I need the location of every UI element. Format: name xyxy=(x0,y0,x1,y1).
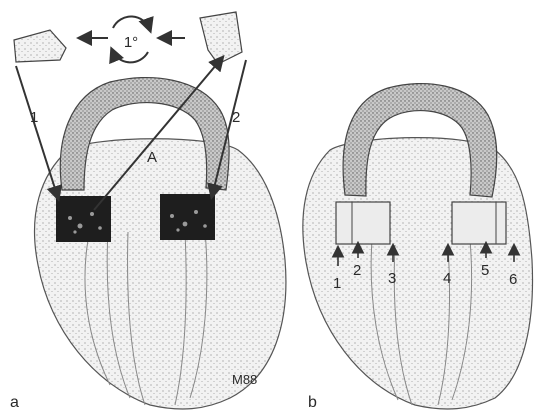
position-label-5: 5 xyxy=(481,262,489,279)
position-label-4: 4 xyxy=(443,270,451,287)
embryo-body-b xyxy=(303,138,533,409)
excision-left-a xyxy=(56,196,111,242)
panel-a: 1° 1 2 A a M88 xyxy=(10,12,286,411)
arrow-label-2: 2 xyxy=(232,109,240,126)
position-label-1: 1 xyxy=(333,275,341,292)
artist-signature: M88 xyxy=(232,372,257,387)
graft-piece-left xyxy=(14,30,66,62)
arrow-label-1: 1 xyxy=(30,109,38,126)
position-label-6: 6 xyxy=(509,271,517,288)
arrow-1 xyxy=(16,66,58,198)
panel-b: 1 2 3 4 5 6 b xyxy=(303,84,533,411)
position-label-2: 2 xyxy=(353,262,361,279)
graft-piece-right xyxy=(200,12,242,64)
graft-in-place-left xyxy=(336,202,390,244)
rotation-label: 1° xyxy=(124,34,138,51)
excision-right-a xyxy=(160,194,215,240)
arrow-label-a: A xyxy=(147,149,157,166)
panel-a-label: a xyxy=(10,394,19,411)
panel-b-label: b xyxy=(308,394,317,411)
graft-in-place-right xyxy=(452,202,506,244)
position-label-3: 3 xyxy=(388,270,396,287)
